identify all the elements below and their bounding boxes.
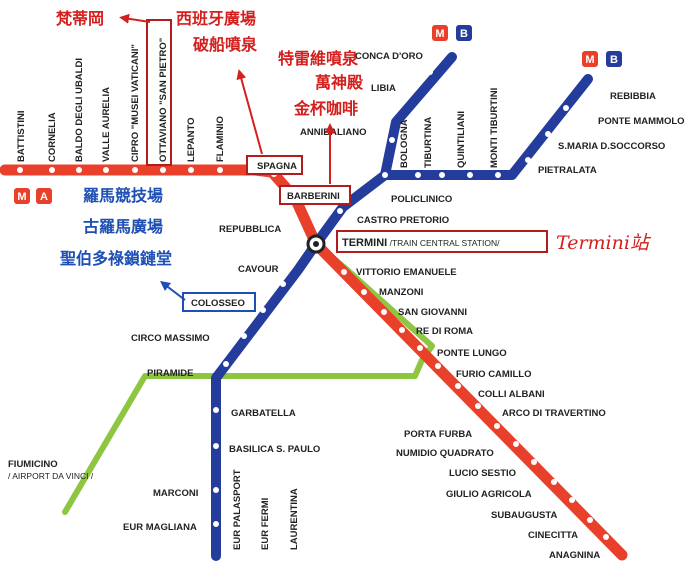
- station-manzoni[interactable]: MANZONI: [379, 287, 423, 298]
- station-colosseo[interactable]: COLOSSEO: [191, 298, 245, 309]
- annotation-san-pietro-vincoli: 聖伯多祿鎖鏈堂: [60, 249, 172, 268]
- annotation-forum: 古羅馬廣場: [83, 217, 163, 236]
- station-eur-fermi[interactable]: EUR FERMI: [260, 498, 271, 550]
- station-laurentina[interactable]: LAURENTINA: [289, 488, 300, 550]
- station-battistini[interactable]: BATTISTINI: [16, 110, 27, 162]
- svg-text:B: B: [610, 54, 618, 66]
- station-subaugusta[interactable]: SUBAUGUSTA: [491, 510, 557, 521]
- station-cipro[interactable]: CIPRO "MUSEI VATICANI": [130, 44, 141, 162]
- station-libia[interactable]: LIBIA: [371, 83, 396, 94]
- svg-text:M: M: [585, 54, 594, 66]
- station-ottaviano[interactable]: OTTAVIANO "SAN PIETRO": [158, 38, 169, 162]
- station-colli-albani[interactable]: COLLI ALBANI: [478, 389, 545, 400]
- arrow-colosseo: [160, 280, 186, 301]
- line-b-track: [211, 74, 593, 561]
- annotation-vatican: 梵蒂岡: [56, 9, 104, 28]
- station-rebibbia[interactable]: REBIBBIA: [610, 91, 656, 102]
- station-pietralata[interactable]: PIETRALATA: [538, 165, 597, 176]
- station-annibaliano[interactable]: ANNIBALIANO: [300, 127, 367, 138]
- line-c-track: [62, 343, 435, 515]
- line-a-station-dots: [17, 167, 609, 540]
- annotation-golden-cup: 金杯咖啡: [293, 99, 358, 118]
- station-quintiliani[interactable]: QUINTILIANI: [456, 111, 467, 168]
- station-anagnina[interactable]: ANAGNINA: [549, 550, 600, 561]
- station-conca-doro[interactable]: CONCA D'ORO: [355, 51, 423, 62]
- svg-text:M: M: [17, 191, 26, 203]
- station-cavour[interactable]: CAVOUR: [238, 264, 279, 275]
- annotation-spanish-steps: 西班牙廣場: [176, 9, 256, 28]
- line-a-badge[interactable]: M A: [14, 188, 52, 204]
- station-cornelia[interactable]: CORNELIA: [47, 112, 58, 162]
- arrow-vatican: [119, 13, 151, 24]
- station-basilica-san-paolo[interactable]: BASILICA S. PAULO: [229, 444, 320, 455]
- svg-text:A: A: [40, 191, 48, 203]
- station-san-giovanni[interactable]: SAN GIOVANNI: [398, 307, 467, 318]
- arrow-spagna: [236, 69, 263, 155]
- station-eur-palasport[interactable]: EUR PALASPORT: [232, 469, 243, 550]
- station-monti-tiburtini[interactable]: MONTI TIBURTINI: [489, 88, 500, 168]
- station-fiumicino-sub[interactable]: / AIRPORT DA VINCI /: [8, 471, 94, 481]
- station-marconi[interactable]: MARCONI: [153, 488, 198, 499]
- colosseo-highlight-box: [182, 292, 256, 312]
- station-eur-magliana[interactable]: EUR MAGLIANA: [123, 522, 197, 533]
- station-policlinico[interactable]: POLICLINICO: [391, 194, 452, 205]
- svg-text:M: M: [435, 28, 444, 40]
- ottaviano-highlight-box: [146, 19, 172, 166]
- station-lepanto[interactable]: LEPANTO: [186, 117, 197, 162]
- station-arco-di-travertino[interactable]: ARCO DI TRAVERTINO: [502, 408, 606, 419]
- station-tiburtina[interactable]: TIBURTINA: [423, 117, 434, 168]
- station-fiumicino[interactable]: FIUMICINO: [8, 459, 58, 470]
- station-lucio-sestio[interactable]: LUCIO SESTIO: [449, 468, 516, 479]
- line-b-badge[interactable]: M B: [582, 51, 622, 67]
- station-barberini[interactable]: BARBERINI: [287, 191, 340, 202]
- station-valle-aurelia[interactable]: VALLE AURELIA: [101, 87, 112, 162]
- annotation-barcaccia: 破船噴泉: [193, 35, 258, 54]
- station-repubblica[interactable]: REPUBBLICA: [219, 224, 281, 235]
- annotation-colosseum: 羅馬競技場: [83, 186, 163, 205]
- station-spagna[interactable]: SPAGNA: [257, 161, 297, 172]
- line-b1-badge[interactable]: M B: [432, 25, 472, 41]
- station-circo-massimo[interactable]: CIRCO MASSIMO: [131, 333, 210, 344]
- annotation-pantheon: 萬神殿: [315, 73, 364, 92]
- station-giulio-agricola[interactable]: GIULIO AGRICOLA: [446, 489, 532, 500]
- annotation-termini: Termini站: [556, 232, 652, 254]
- station-castro-pretorio[interactable]: CASTRO PRETORIO: [357, 215, 449, 226]
- station-garbatella[interactable]: GARBATELLA: [231, 408, 296, 419]
- station-termini[interactable]: TERMINI /TRAIN CENTRAL STATION/: [342, 237, 500, 249]
- station-ponte-mammolo[interactable]: PONTE MAMMOLO: [598, 116, 685, 127]
- station-vittorio-emanuele[interactable]: VITTORIO EMANUELE: [356, 267, 457, 278]
- station-flaminio[interactable]: FLAMINIO: [215, 116, 226, 162]
- annotation-trevi: 特雷維噴泉: [278, 49, 359, 68]
- station-bologna[interactable]: BOLOGNA: [399, 119, 410, 168]
- station-piramide[interactable]: PIRAMIDE: [147, 368, 193, 379]
- spagna-highlight-box: [246, 155, 303, 175]
- station-baldo-degli-ubaldi[interactable]: BALDO DEGLI UBALDI: [74, 58, 85, 162]
- termini-highlight-box: [336, 230, 548, 253]
- station-santa-maria-soccorso[interactable]: S.MARIA D.SOCCORSO: [558, 141, 665, 152]
- svg-text:B: B: [460, 28, 468, 40]
- station-re-di-roma[interactable]: RE DI ROMA: [416, 326, 473, 337]
- line-a-west-labels: BATTISTINI CORNELIA BALDO DEGLI UBALDI V…: [16, 38, 226, 162]
- station-furio-camillo[interactable]: FURIO CAMILLO: [456, 369, 531, 380]
- line-b-station-dots: [213, 69, 569, 527]
- station-numidio-quadrato[interactable]: NUMIDIO QUADRATO: [396, 448, 494, 459]
- barberini-highlight-box: [279, 185, 351, 205]
- station-porta-furba[interactable]: PORTA FURBA: [404, 429, 472, 440]
- station-ponte-lungo[interactable]: PONTE LUNGO: [437, 348, 507, 359]
- termini-hub-core: [313, 241, 319, 247]
- station-cinecitta[interactable]: CINECITTA: [528, 530, 578, 541]
- line-b1-branch: [380, 52, 457, 180]
